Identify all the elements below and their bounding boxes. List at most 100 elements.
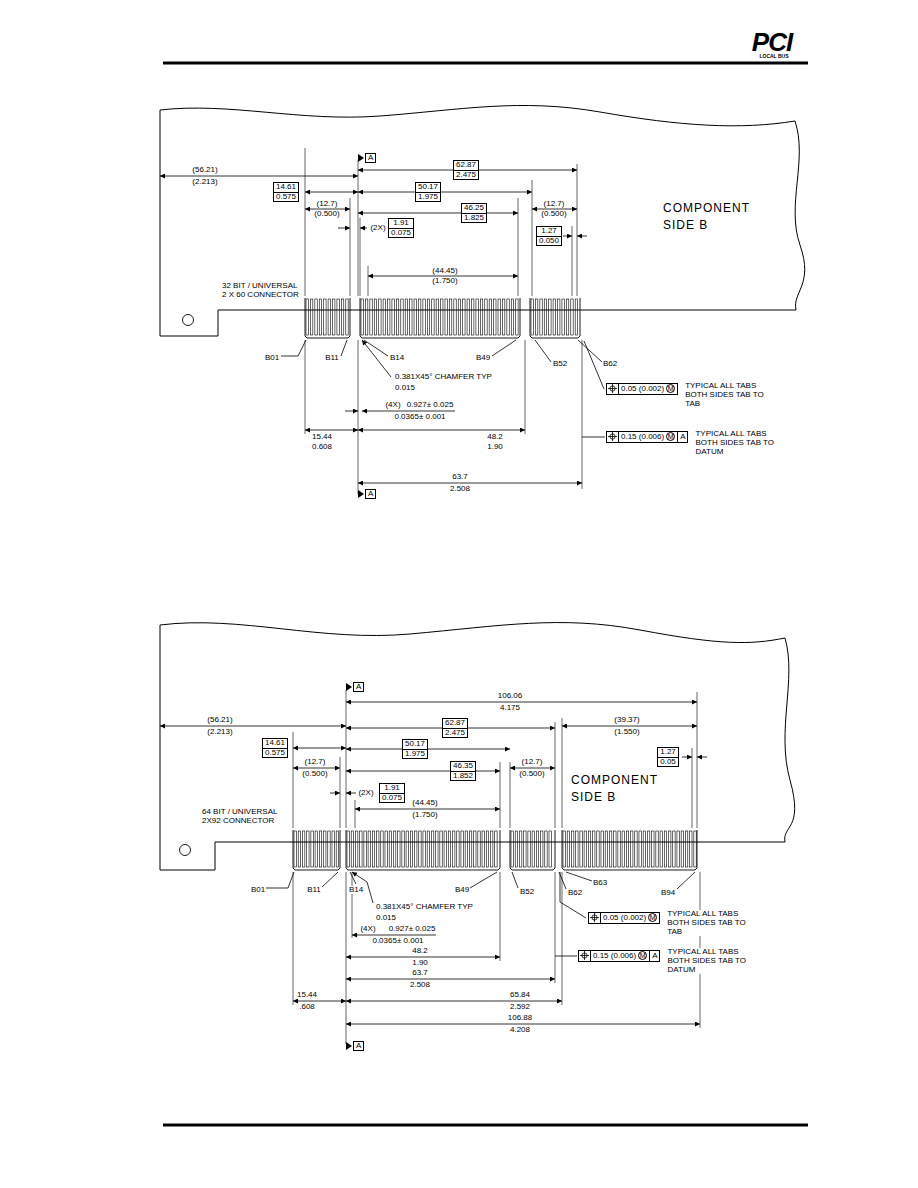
dimension-line	[346, 1001, 562, 1002]
finger-pad	[324, 831, 326, 867]
finger-pad	[319, 831, 321, 867]
finger-pad	[415, 831, 417, 867]
datum-reference: A	[677, 432, 687, 443]
dimension-text: (4X)	[359, 925, 376, 934]
finger-pad	[463, 299, 465, 335]
finger-pad	[528, 831, 530, 867]
finger-pad	[472, 299, 474, 335]
leader-arrow	[577, 236, 587, 237]
position-symbol	[608, 384, 617, 393]
datum-label: A	[353, 1041, 364, 1052]
finger-pad	[669, 831, 671, 867]
dimension-line	[346, 957, 500, 958]
finger-pad	[341, 299, 343, 335]
extension-line	[532, 180, 533, 296]
tolerance-frame: 0.05 (0.002)M	[588, 912, 660, 925]
finger-pad	[562, 299, 564, 335]
note-text: TYPICAL ALL TABS BOTH SIDES TAB TO DATUM	[666, 948, 748, 974]
dimension-line	[562, 726, 697, 727]
finger-pad	[418, 299, 420, 335]
leader-line	[512, 872, 518, 888]
extension-line	[572, 226, 573, 296]
basic-dimension: 50.171.975	[415, 182, 441, 203]
pin-label: B49	[454, 886, 470, 895]
finger-pad	[558, 299, 560, 335]
extension-line	[346, 872, 347, 1044]
position-symbol	[590, 913, 599, 922]
card-edge	[510, 830, 555, 870]
gold-fingers	[306, 299, 348, 335]
finger-pad	[660, 831, 662, 867]
dimension-text: 106.88	[507, 1014, 533, 1023]
finger-pad	[401, 299, 403, 335]
note-text: 0.381X45° CHAMFER TYP	[375, 903, 474, 912]
finger-pad	[631, 831, 633, 867]
finger-pad	[575, 299, 577, 335]
leader-line	[492, 340, 516, 356]
dimension-text: (0.500)	[518, 770, 545, 779]
finger-pad	[580, 831, 582, 867]
note-text: 0.015	[394, 384, 416, 393]
leader-line	[281, 340, 306, 356]
position-cross	[580, 951, 589, 960]
dimension-text: 0.0365± 0.001	[393, 413, 446, 422]
card-edge	[360, 298, 520, 338]
finger-pad	[635, 831, 637, 867]
dimension-text: (56.21)	[206, 716, 233, 725]
finger-pad	[440, 831, 442, 867]
note-text: TYPICAL ALL TABS BOTH SIDES TAB TO TAB	[666, 910, 748, 936]
modifier-letter: M	[666, 432, 675, 441]
finger-pad	[536, 831, 538, 867]
leader-arrow	[352, 935, 436, 936]
finger-pad	[385, 831, 387, 867]
finger-pad	[618, 831, 620, 867]
metric-value: 14.61	[263, 739, 287, 748]
leader-arrow	[338, 228, 350, 229]
finger-pad	[478, 831, 480, 867]
finger-pad	[423, 299, 425, 335]
finger-pad	[652, 831, 654, 867]
finger-pad	[307, 831, 309, 867]
finger-pad	[441, 299, 443, 335]
finger-pad	[532, 831, 534, 867]
finger-pad	[351, 831, 353, 867]
basic-dimension: 14.610.575	[262, 738, 288, 759]
finger-pad	[576, 831, 578, 867]
leader-line	[560, 872, 586, 918]
dimension-line	[346, 702, 697, 703]
dimension-line	[160, 726, 346, 727]
dimension-text: 0.927± 0.025	[388, 925, 437, 934]
finger-pad	[315, 831, 317, 867]
finger-pad	[361, 299, 363, 335]
leader-line	[578, 340, 602, 362]
finger-pad	[476, 299, 478, 335]
dimension-line	[293, 1001, 346, 1002]
extension-line	[350, 198, 351, 296]
metric-value: 50.17	[403, 740, 427, 749]
dimension-text: (12.7)	[316, 200, 339, 209]
extension-line	[500, 762, 501, 828]
extension-line	[293, 872, 294, 1005]
finger-pad	[664, 831, 666, 867]
pin-label: B14	[348, 886, 364, 895]
extension-line	[358, 160, 359, 296]
dimension-text: (1.550)	[613, 728, 640, 737]
finger-pad	[482, 831, 484, 867]
finger-pad	[519, 831, 521, 867]
dimension-text: 2.592	[509, 1003, 531, 1012]
metric-value: 1.91	[380, 784, 404, 793]
finger-pad	[461, 831, 463, 867]
pin-label: B52	[552, 360, 568, 369]
finger-pad	[365, 299, 367, 335]
leader-line	[364, 340, 388, 356]
extension-line	[555, 722, 556, 828]
finger-pad	[545, 831, 547, 867]
dimension-text: 2.508	[449, 485, 471, 494]
extension-line	[510, 762, 511, 828]
dimension-text: (39.37)	[613, 716, 640, 725]
leader-line	[341, 340, 347, 356]
position-symbol	[608, 432, 617, 441]
finger-pad	[431, 831, 433, 867]
view-label: COMPONENT SIDE B	[570, 772, 664, 806]
finger-pad	[298, 831, 300, 867]
